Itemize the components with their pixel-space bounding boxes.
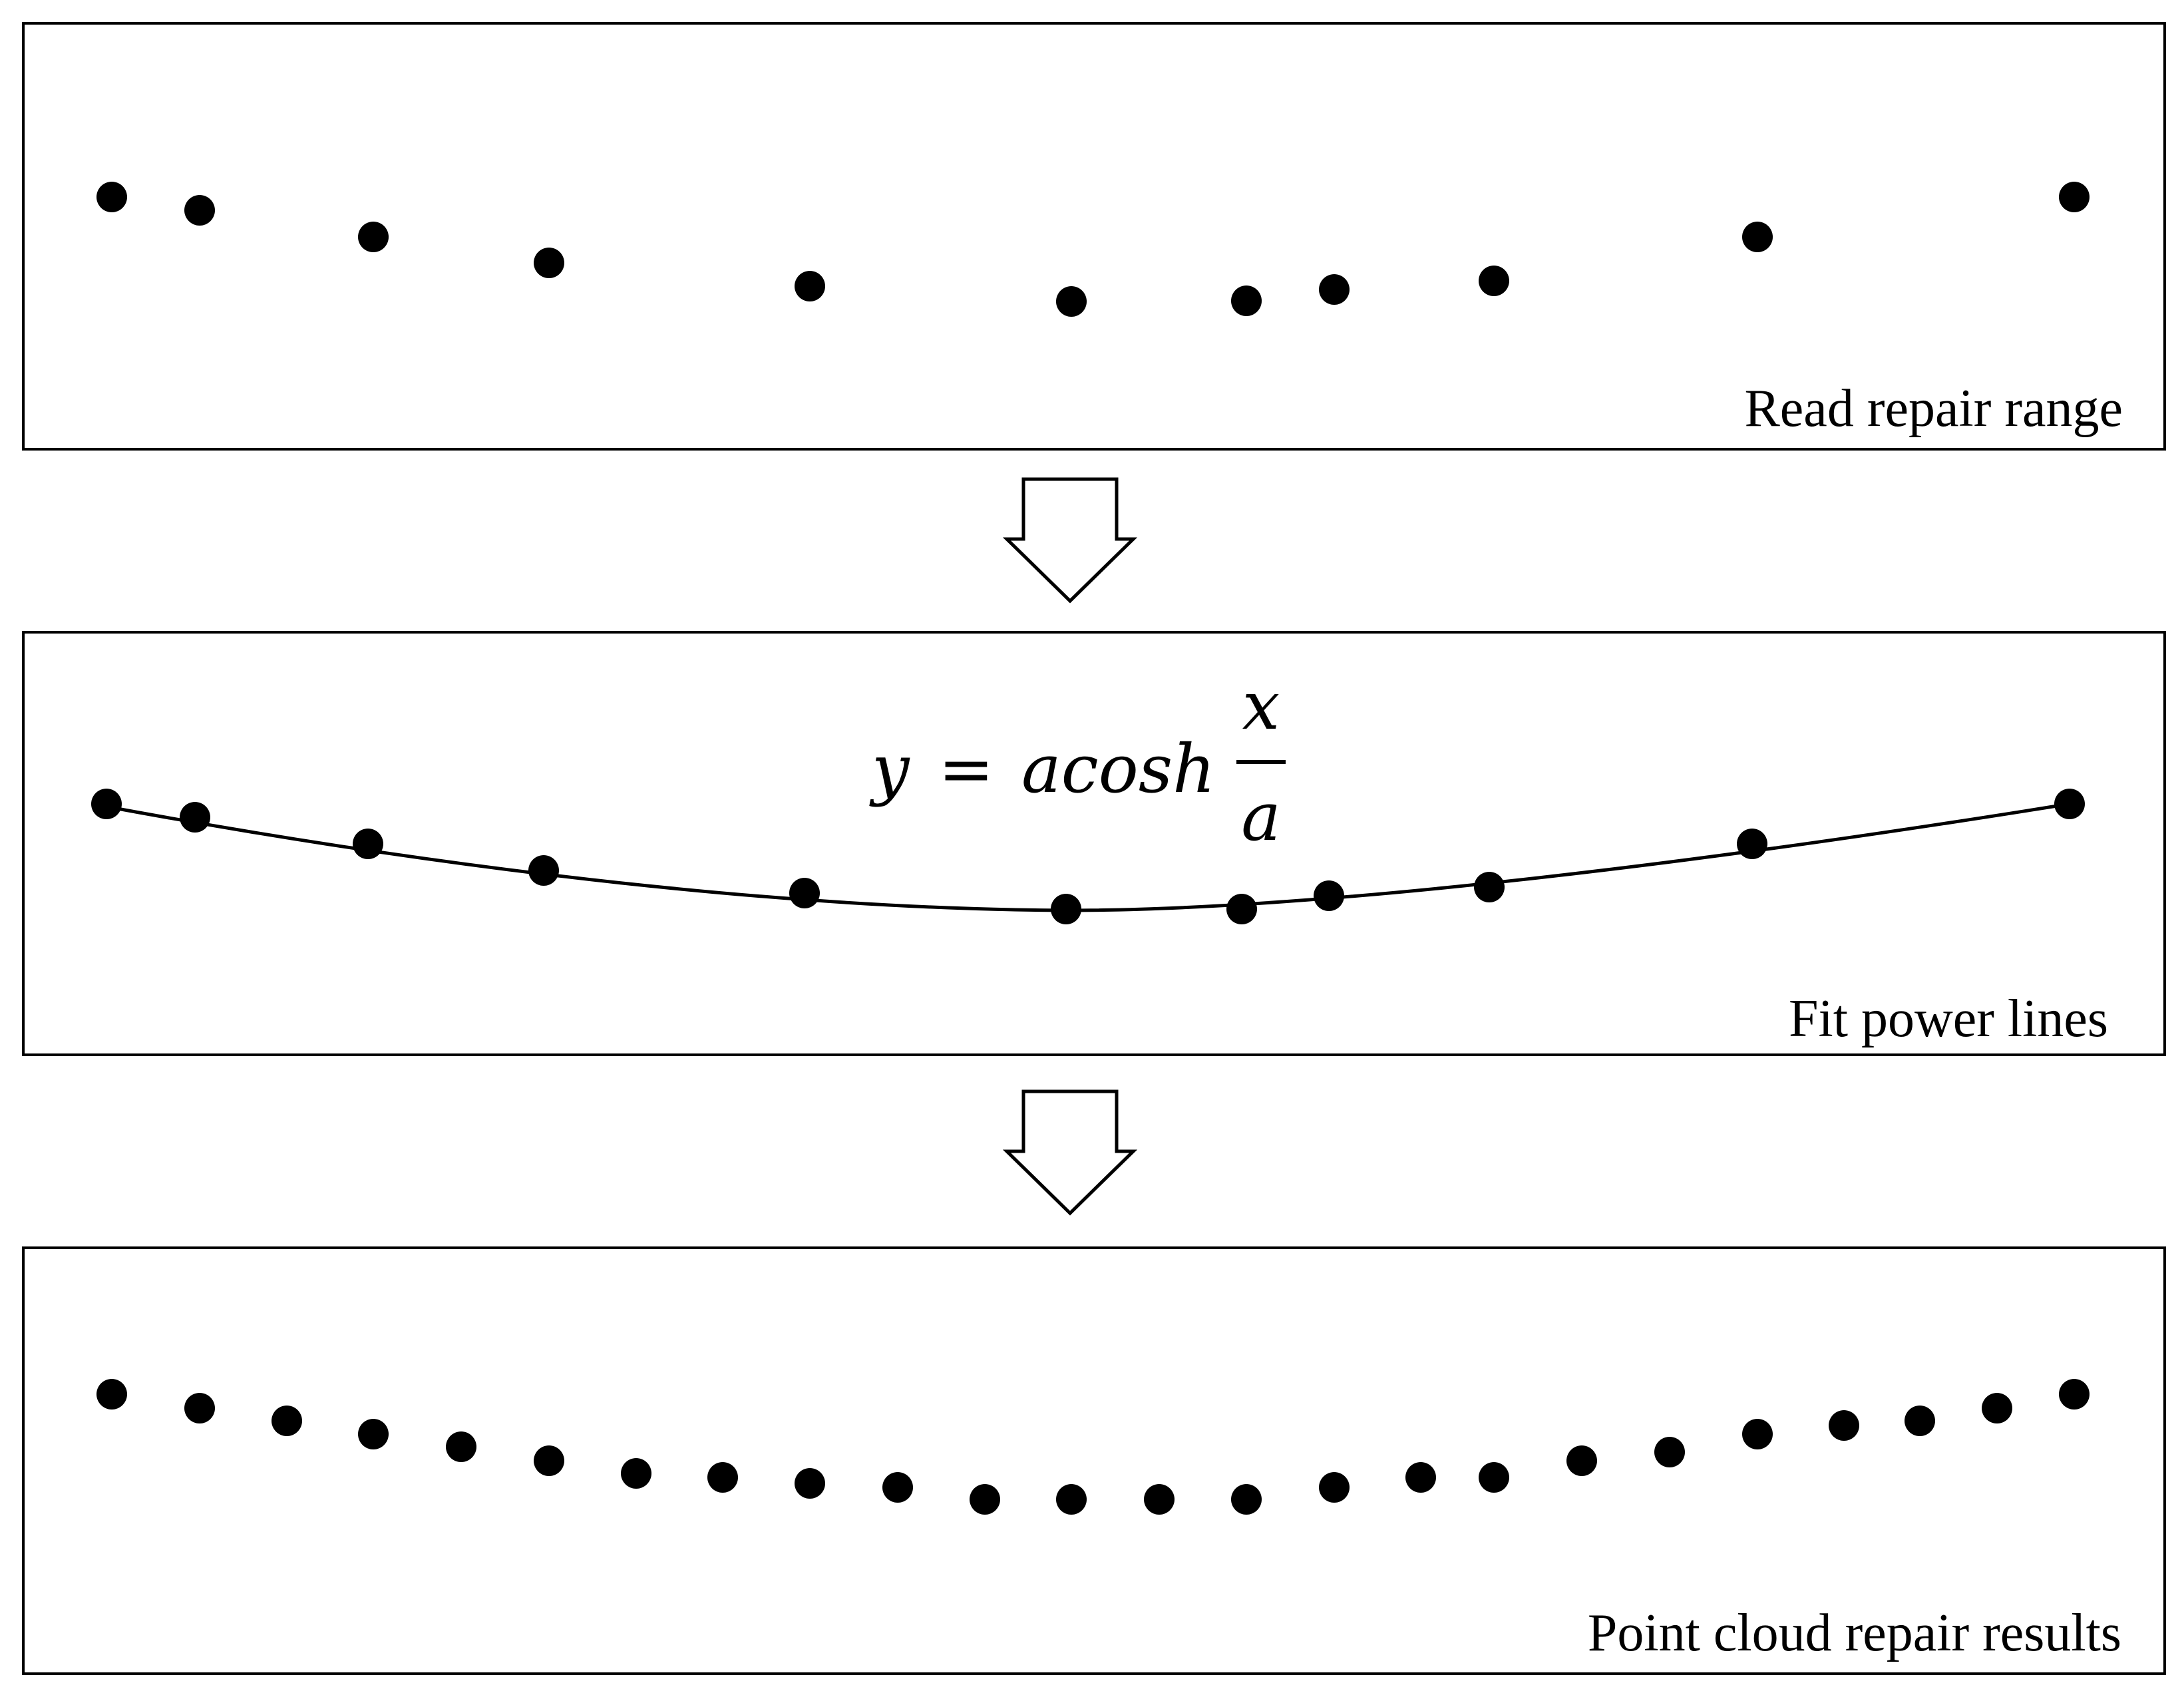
point: [358, 222, 389, 252]
point: [1479, 266, 1509, 296]
point: [970, 1484, 1000, 1515]
point: [1905, 1406, 1935, 1436]
point: [534, 1445, 564, 1476]
equation-function: acosh: [1021, 730, 1216, 808]
point: [1319, 274, 1350, 305]
down-arrow-icon: [1002, 477, 1138, 604]
point: [1742, 222, 1773, 252]
point: [180, 802, 210, 833]
point: [1144, 1484, 1175, 1515]
point: [882, 1472, 913, 1503]
panel-read-repair-range: Read repair range: [22, 22, 2166, 451]
point: [1405, 1462, 1436, 1493]
point: [1829, 1410, 1859, 1441]
point: [1056, 1484, 1087, 1515]
point: [1231, 1484, 1262, 1515]
point: [96, 182, 127, 212]
point: [446, 1431, 476, 1462]
point: [621, 1458, 651, 1489]
panel-label: Read repair range: [1744, 379, 2123, 438]
point: [1314, 880, 1344, 911]
catenary-equation: y = acosh x a: [869, 667, 1286, 856]
panel-frame: [22, 1246, 2166, 1675]
panel-label: Point cloud repair results: [1588, 1604, 2121, 1662]
point: [795, 271, 825, 301]
point: [707, 1462, 738, 1493]
fitted-points: [91, 789, 2085, 924]
point: [272, 1406, 302, 1436]
point: [184, 195, 215, 226]
point: [2059, 1379, 2090, 1410]
point: [789, 878, 820, 908]
point: [1737, 829, 1767, 859]
repaired-points: [96, 1379, 2090, 1515]
point: [1566, 1445, 1597, 1476]
point: [96, 1379, 127, 1410]
equation-denominator: a: [1241, 778, 1281, 856]
point: [1742, 1419, 1773, 1449]
equation-equals: =: [938, 730, 994, 808]
point: [353, 829, 383, 859]
point: [184, 1393, 215, 1423]
point: [1982, 1393, 2012, 1423]
point: [528, 855, 559, 886]
point: [1474, 872, 1505, 902]
point: [1654, 1437, 1685, 1467]
point: [91, 789, 122, 819]
point: [1051, 894, 1081, 924]
point: [1231, 285, 1262, 316]
panel-fit-power-lines: y = acosh x a Fit power lines: [22, 631, 2166, 1056]
down-arrow-icon: [1002, 1089, 1138, 1216]
equation-numerator: x: [1242, 667, 1280, 745]
point: [358, 1419, 389, 1449]
point: [795, 1468, 825, 1499]
panel-label: Fit power lines: [1789, 990, 2108, 1048]
point: [534, 248, 564, 278]
point: [2059, 182, 2090, 212]
point: [1319, 1472, 1350, 1503]
panel-point-cloud-repair-results: Point cloud repair results: [22, 1246, 2166, 1675]
equation-lhs: y: [869, 730, 910, 808]
point: [2054, 789, 2085, 819]
raw-points: [96, 182, 2090, 317]
point: [1226, 894, 1257, 924]
point: [1056, 286, 1087, 317]
point: [1479, 1462, 1509, 1493]
